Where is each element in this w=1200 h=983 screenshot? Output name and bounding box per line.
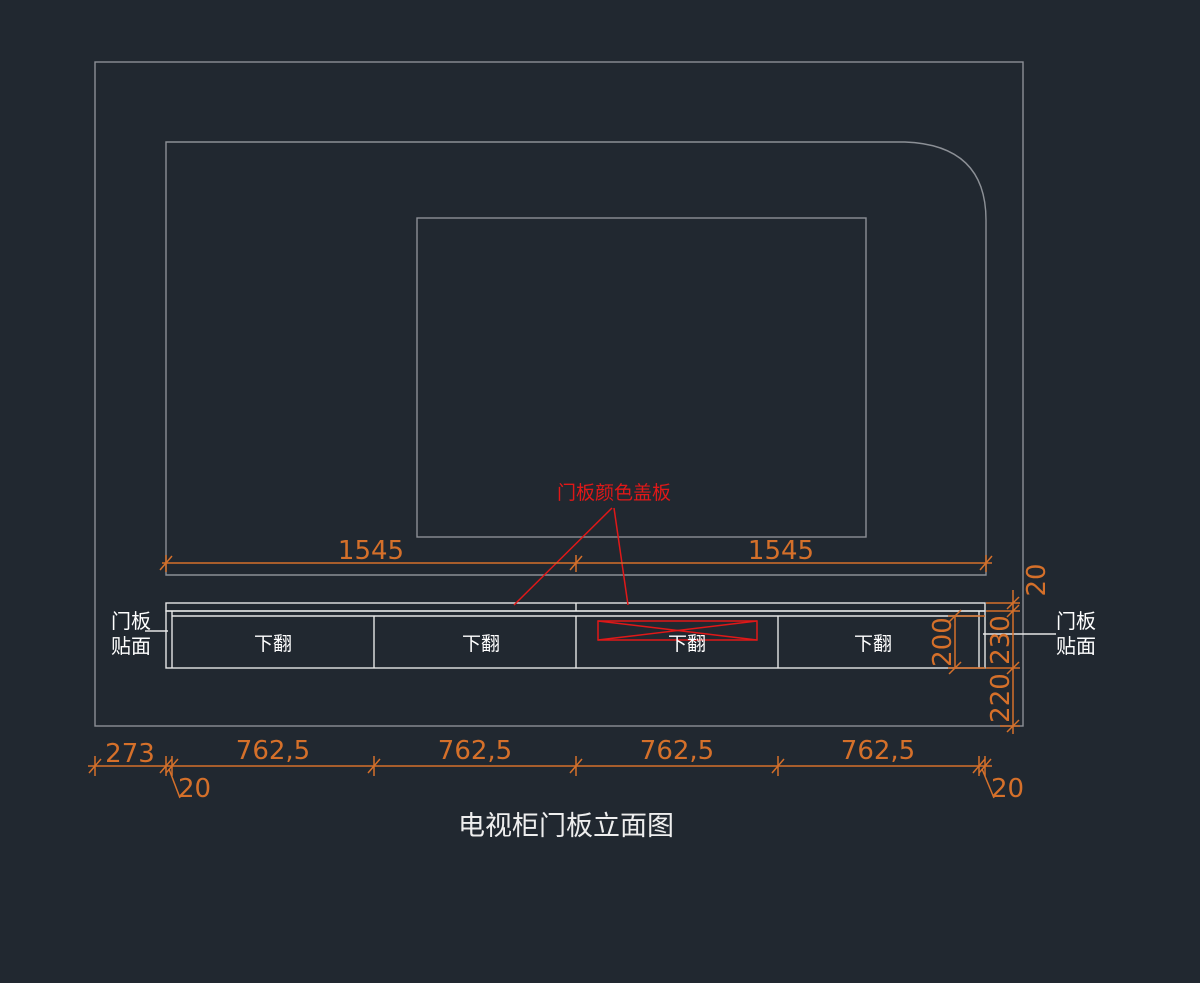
dim-top-right: 1545 (748, 536, 814, 566)
dim-base-height: 220 (986, 673, 1016, 723)
annotation-leader-right (613, 507, 629, 606)
dim-top-left: 1545 (338, 536, 404, 566)
door-label-1: 下翻 (254, 633, 292, 655)
top-dimension-line (159, 555, 993, 572)
cover-panel-rect (597, 620, 758, 641)
dim-left-offset: 273 (105, 739, 155, 769)
dim-cabinet-height: 230 (986, 615, 1016, 665)
dim-right-gap: 20 (991, 774, 1024, 804)
wall-outer-boundary (94, 61, 1024, 727)
dim-door-height: 200 (928, 617, 958, 667)
dim-left-gap: 20 (178, 774, 211, 804)
door-label-2: 下翻 (462, 633, 500, 655)
door-label-4: 下翻 (854, 633, 892, 655)
bottom-dimension-line (88, 756, 995, 799)
right-side-label-line1: 门板 (1056, 609, 1096, 633)
dim-door-width-4: 762,5 (841, 736, 915, 766)
door-label-3: 下翻 (668, 633, 706, 655)
cover-panel-cross-b (597, 620, 758, 641)
color-cover-panel-marker (597, 620, 758, 641)
dim-door-width-3: 762,5 (640, 736, 714, 766)
left-side-label-line2: 贴面 (111, 634, 151, 658)
dim-door-width-1: 762,5 (236, 736, 310, 766)
tv-cabinet (165, 602, 986, 669)
drawing-title: 电视柜门板立面图 (458, 811, 674, 842)
dim-top-thickness: 20 (1022, 563, 1052, 596)
tv-screen-frame (416, 217, 867, 538)
dim-door-width-2: 762,5 (438, 736, 512, 766)
tv-wall-panel (165, 141, 987, 576)
left-side-label-line1: 门板 (111, 609, 151, 633)
right-side-label-line2: 贴面 (1056, 634, 1096, 658)
color-annotation-label: 门板颜色盖板 (557, 482, 671, 504)
vertical-dimension-lines (948, 590, 1020, 734)
annotation-leader-left (513, 507, 613, 606)
